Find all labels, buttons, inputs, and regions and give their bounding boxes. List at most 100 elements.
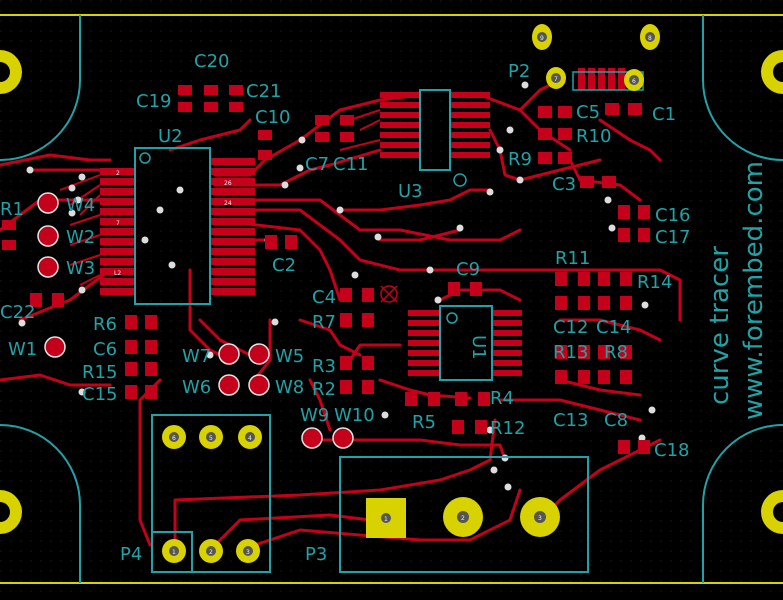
- mounting-outlines: [0, 15, 783, 583]
- label-c22: C22: [0, 302, 35, 323]
- label-w6: W6: [182, 377, 211, 398]
- board-title: curve tracer: [705, 246, 735, 405]
- label-c2: C2: [272, 255, 296, 276]
- u3-outline: [419, 89, 451, 171]
- label-w5: W5: [275, 346, 304, 367]
- u1-pin1-marker: [446, 312, 458, 324]
- label-c3: C3: [552, 174, 576, 195]
- u2-pad-7: 7: [116, 220, 120, 227]
- u1-chip: U1: [408, 305, 522, 381]
- reference-designators: C20 C19 C21 C10 C7 C11 C2 R1 W4 W2 W3 C2…: [0, 51, 690, 461]
- u3-chip: U3: [380, 89, 490, 202]
- label-r7: R7: [312, 312, 336, 333]
- label-c11: C11: [333, 154, 368, 175]
- label-r2: R2: [312, 379, 336, 400]
- w10-pad: [332, 427, 354, 449]
- p3-label: P3: [305, 544, 327, 565]
- label-c14: C14: [596, 317, 631, 338]
- label-c20: C20: [194, 51, 229, 72]
- label-c16: C16: [655, 205, 690, 226]
- label-w8: W8: [275, 377, 304, 398]
- u2-pad-24: 24: [224, 200, 232, 207]
- label-c7: C7: [305, 154, 329, 175]
- u2-pad-2: 2: [116, 170, 120, 177]
- label-c1: C1: [652, 104, 676, 125]
- label-r8: R8: [604, 342, 628, 363]
- u2-outline: [134, 147, 211, 305]
- u2-label: U2: [158, 126, 183, 147]
- svg-text:5: 5: [209, 435, 213, 442]
- label-w4: W4: [66, 195, 95, 216]
- svg-text:3: 3: [246, 549, 250, 556]
- u2-pad-l2: L2: [114, 270, 121, 277]
- label-w2: W2: [66, 227, 95, 248]
- test-points: [37, 192, 354, 449]
- w9-pad: [301, 427, 323, 449]
- label-r15: R15: [82, 362, 117, 383]
- label-c17: C17: [655, 227, 690, 248]
- label-r1: R1: [0, 199, 24, 220]
- u3-pin1-marker: [453, 173, 467, 187]
- label-c21: C21: [246, 81, 281, 102]
- board-edge: [0, 14, 783, 584]
- w4-pad: [37, 192, 59, 214]
- w2-pad: [37, 225, 59, 247]
- svg-text:2: 2: [461, 515, 465, 522]
- label-c4: C4: [312, 287, 336, 308]
- svg-text:3: 3: [538, 515, 542, 522]
- w1-pad: [44, 336, 66, 358]
- branding: curve tracer www.forembed.com: [705, 161, 769, 420]
- mounting-holes: [0, 50, 783, 534]
- label-c13: C13: [553, 410, 588, 431]
- svg-text:4: 4: [248, 435, 252, 442]
- label-r12: R12: [490, 418, 525, 439]
- label-w10: W10: [334, 405, 375, 426]
- p4-connector: 6 5 4 1 2 3 P4: [120, 414, 271, 573]
- label-w7: W7: [182, 346, 211, 367]
- label-r10: R10: [576, 126, 611, 147]
- u1-label: U1: [468, 335, 489, 360]
- label-w9: W9: [300, 405, 329, 426]
- label-r13: R13: [553, 342, 588, 363]
- svg-text:8: 8: [648, 35, 652, 42]
- label-r3: R3: [312, 356, 336, 377]
- label-c18: C18: [654, 440, 689, 461]
- u2-pin1-marker: [139, 152, 151, 164]
- label-w3: W3: [66, 258, 95, 279]
- w8-pad: [248, 374, 270, 396]
- svg-text:6: 6: [632, 78, 636, 85]
- svg-text:1: 1: [172, 549, 176, 556]
- p2-connector: 9 8 7 6 P2: [508, 24, 660, 91]
- u2-chip: 2 7 L2 26 24 U2: [100, 126, 255, 305]
- mounting-hole-bottom-right: [761, 490, 783, 534]
- label-r6: R6: [93, 314, 117, 335]
- label-r5: R5: [412, 412, 436, 433]
- label-c10: C10: [255, 107, 290, 128]
- smd-passives: [2, 85, 650, 454]
- p2-label: P2: [508, 61, 530, 82]
- svg-text:7: 7: [554, 76, 558, 83]
- u3-label: U3: [398, 181, 423, 202]
- label-c15: C15: [82, 384, 117, 405]
- label-c19: C19: [136, 91, 171, 112]
- w6-pad: [218, 374, 240, 396]
- w5-pad: [248, 343, 270, 365]
- svg-text:6: 6: [172, 435, 176, 442]
- label-c8: C8: [604, 410, 628, 431]
- u1-outline: [439, 305, 493, 381]
- label-c9: C9: [456, 259, 480, 280]
- label-r11: R11: [555, 248, 590, 269]
- label-c12: C12: [553, 317, 588, 338]
- w3-pad: [37, 256, 59, 278]
- fiducial-marker: [380, 285, 398, 303]
- w7-pad: [218, 343, 240, 365]
- label-c5: C5: [576, 102, 600, 123]
- label-r4: R4: [490, 388, 514, 409]
- p4-label: P4: [120, 544, 142, 565]
- mounting-hole-top-right: [761, 50, 783, 94]
- label-r14: R14: [637, 272, 672, 293]
- mounting-hole-top-left: [0, 50, 22, 94]
- label-w1: W1: [8, 339, 37, 360]
- board-url: www.forembed.com: [739, 161, 769, 420]
